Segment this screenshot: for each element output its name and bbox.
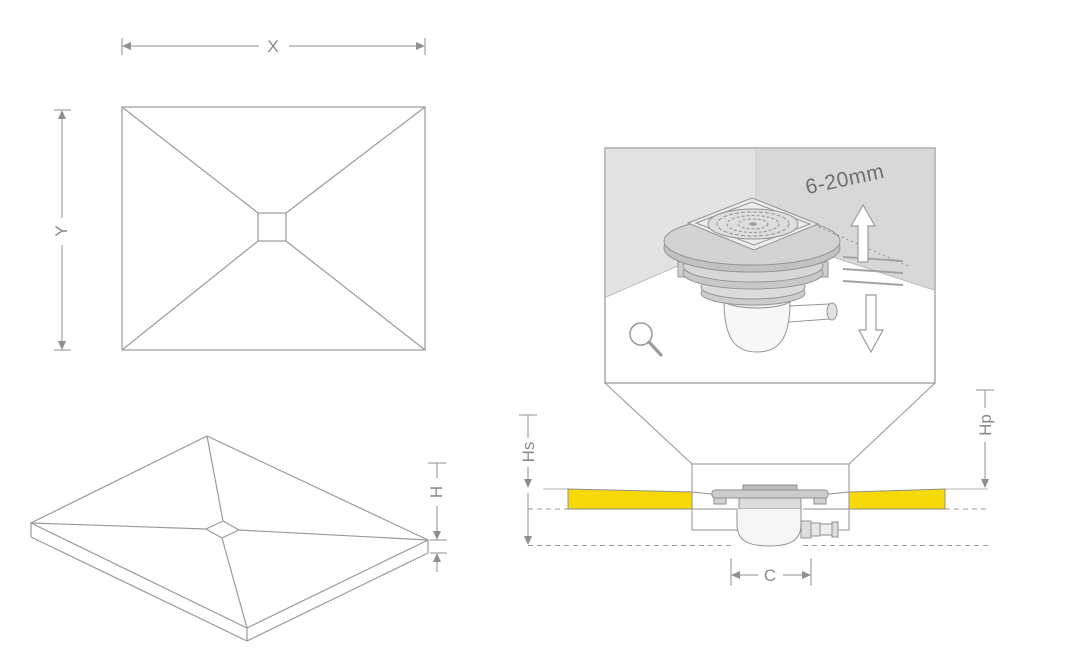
outlet-section (831, 521, 839, 538)
dim-label-c: C (764, 566, 776, 585)
dim-label-hp: Hp (976, 414, 995, 436)
arrow-down-icon (433, 531, 441, 540)
dimension-h (428, 462, 447, 572)
arrow-down-icon (981, 479, 989, 488)
arrow-right-icon (416, 42, 425, 50)
trap-section (736, 509, 802, 547)
plan-view (121, 106, 426, 351)
dimension-hp (976, 389, 994, 488)
arrow-up-icon (58, 110, 66, 119)
detail-leaders (604, 382, 936, 465)
magnifier-icon (629, 322, 663, 357)
arrow-down-icon (524, 479, 532, 488)
arrow-left-icon (122, 42, 131, 50)
dim-label-h: H (427, 486, 446, 498)
arrow-down-icon (524, 536, 532, 545)
detail-box: 6-20mm (604, 147, 936, 384)
arrow-up-icon (433, 553, 441, 562)
section-view (528, 463, 988, 547)
outlet-pipe (826, 302, 838, 321)
grate-section (742, 484, 798, 491)
arrow-down-icon (857, 294, 885, 354)
adjustment-lines (842, 256, 904, 286)
tray-band-right (848, 488, 946, 510)
arrow-right-icon (802, 571, 811, 579)
dimension-c (730, 558, 812, 586)
dotted-leader (818, 226, 909, 267)
arrow-up-icon (849, 203, 877, 263)
wall-shade-right (756, 149, 934, 290)
dimension-x (121, 38, 426, 55)
drain-outline-top (257, 212, 287, 242)
drain-assembly-3d (663, 197, 841, 353)
dimension-hs (519, 414, 537, 545)
dimension-y (54, 109, 71, 351)
perspective-view (29, 435, 430, 642)
arrow-down-icon (58, 341, 66, 350)
arrow-left-icon (731, 571, 740, 579)
dim-label-y: Y (52, 225, 71, 236)
reference-dashes (528, 508, 988, 546)
tray-outline-top (121, 106, 426, 351)
dim-label-hs: Hs (519, 442, 538, 463)
dim-label-x: X (267, 37, 278, 56)
tray-band-left (567, 488, 693, 510)
trap-bowl (723, 299, 791, 353)
flange-section (711, 489, 829, 499)
drain-section (711, 484, 839, 547)
